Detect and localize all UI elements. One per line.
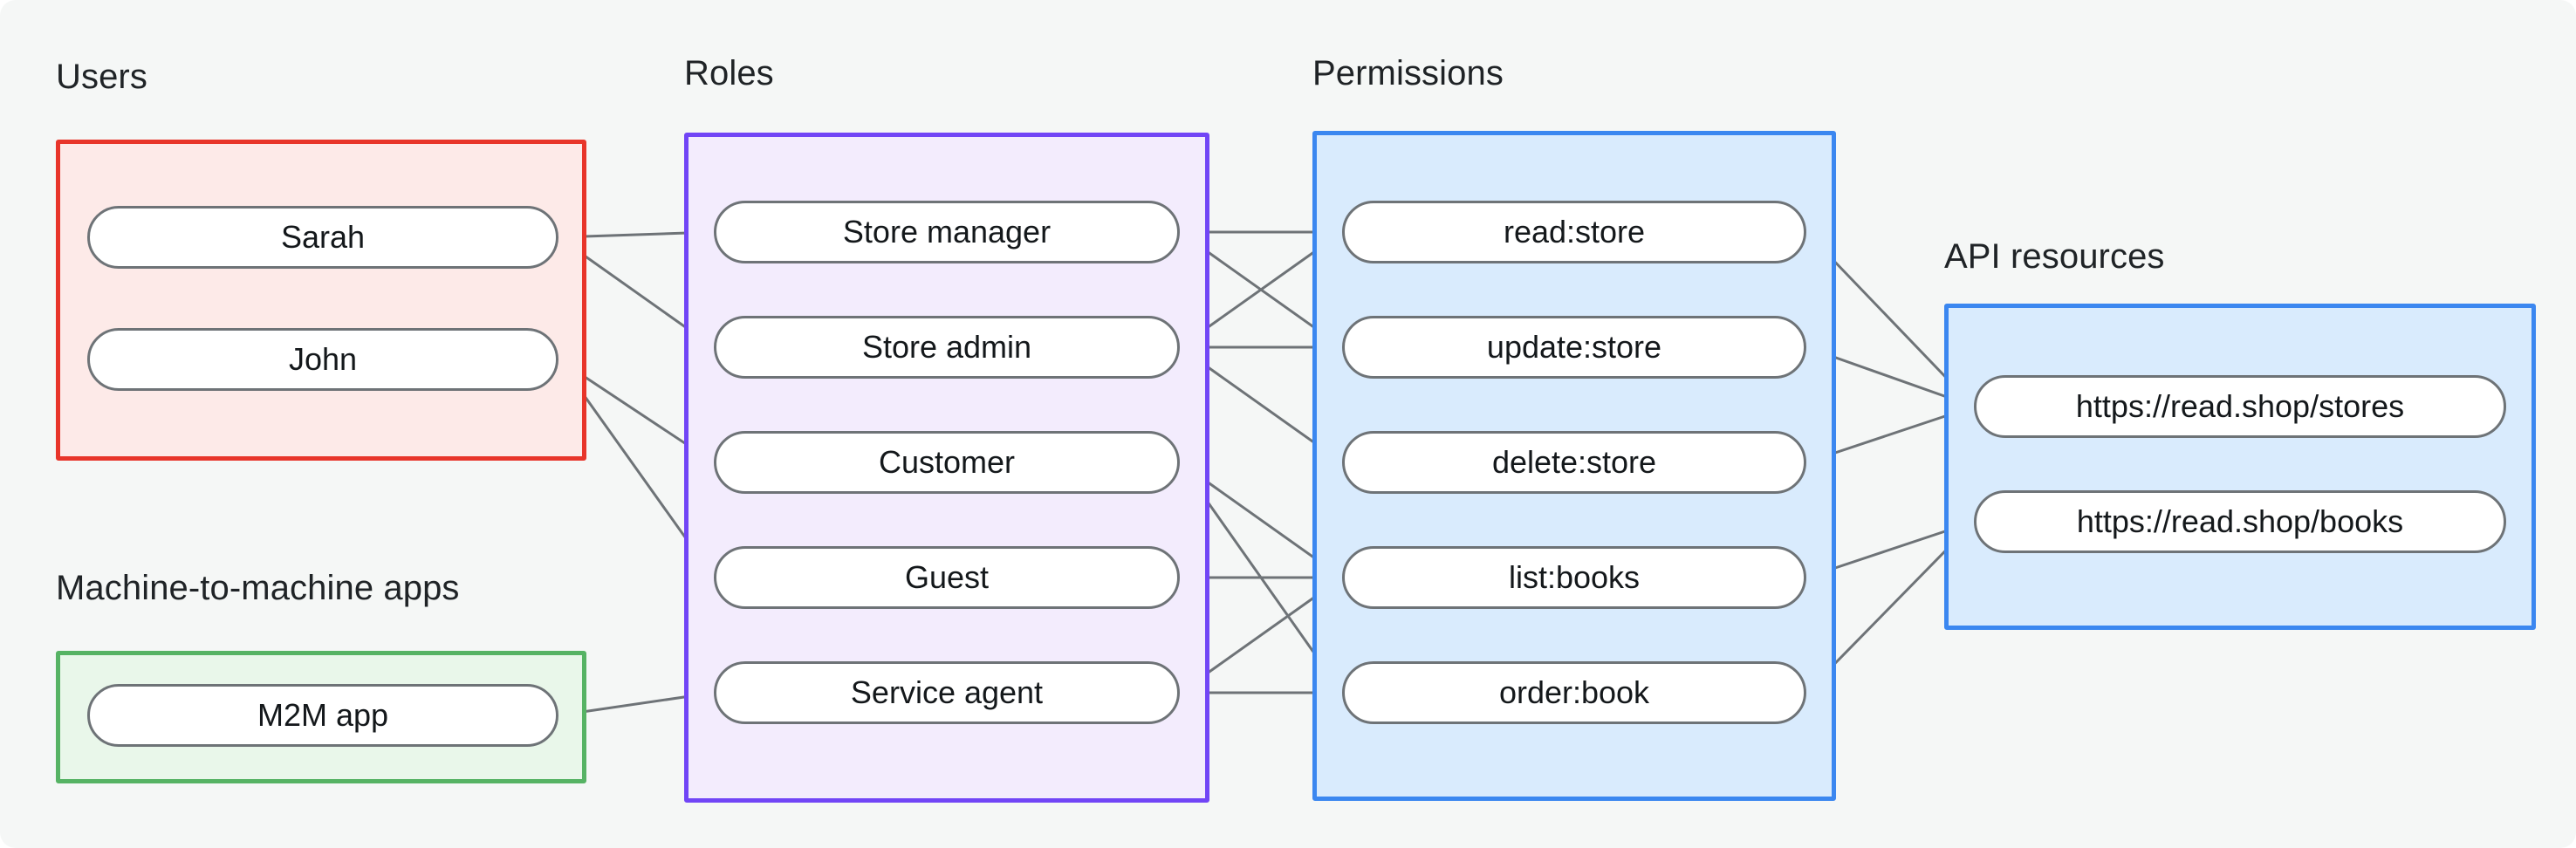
node-res-stores[interactable]: https://read.shop/stores (1974, 375, 2506, 438)
node-customer[interactable]: Customer (714, 431, 1180, 494)
node-read-store[interactable]: read:store (1342, 201, 1806, 263)
node-label-res-stores: https://read.shop/stores (2075, 388, 2405, 424)
node-list-books[interactable]: list:books (1342, 546, 1806, 609)
node-store-admin[interactable]: Store admin (714, 316, 1180, 379)
node-label-read-store: read:store (1503, 214, 1646, 250)
node-service-agent[interactable]: Service agent (714, 661, 1180, 724)
node-label-order-book: order:book (1498, 674, 1650, 710)
group-label-api-resources: API resources (1944, 237, 2165, 276)
group-label-m2m: Machine-to-machine apps (56, 569, 460, 607)
node-label-m2mapp: M2M app (257, 697, 389, 733)
node-label-guest: Guest (904, 559, 990, 595)
node-res-books[interactable]: https://read.shop/books (1974, 490, 2506, 553)
group-box-api-resources (1944, 304, 2536, 630)
group-box-users (56, 140, 586, 461)
node-john[interactable]: John (87, 328, 558, 391)
node-label-delete-store: delete:store (1491, 444, 1657, 480)
node-label-res-books: https://read.shop/books (2076, 503, 2404, 539)
node-update-store[interactable]: update:store (1342, 316, 1806, 379)
group-label-users: Users (56, 58, 147, 96)
group-label-permissions: Permissions (1312, 54, 1504, 92)
node-label-list-books: list:books (1508, 559, 1641, 595)
node-store-manager[interactable]: Store manager (714, 201, 1180, 263)
node-delete-store[interactable]: delete:store (1342, 431, 1806, 494)
node-order-book[interactable]: order:book (1342, 661, 1806, 724)
node-label-john: John (288, 341, 358, 377)
node-label-customer: Customer (878, 444, 1016, 480)
node-label-sarah: Sarah (280, 219, 366, 255)
node-m2mapp[interactable]: M2M app (87, 684, 558, 747)
node-label-store-manager: Store manager (842, 214, 1052, 250)
node-guest[interactable]: Guest (714, 546, 1180, 609)
node-label-service-agent: Service agent (850, 674, 1044, 710)
node-label-update-store: update:store (1486, 329, 1662, 365)
node-sarah[interactable]: Sarah (87, 206, 558, 269)
group-label-roles: Roles (684, 54, 774, 92)
node-label-store-admin: Store admin (861, 329, 1032, 365)
